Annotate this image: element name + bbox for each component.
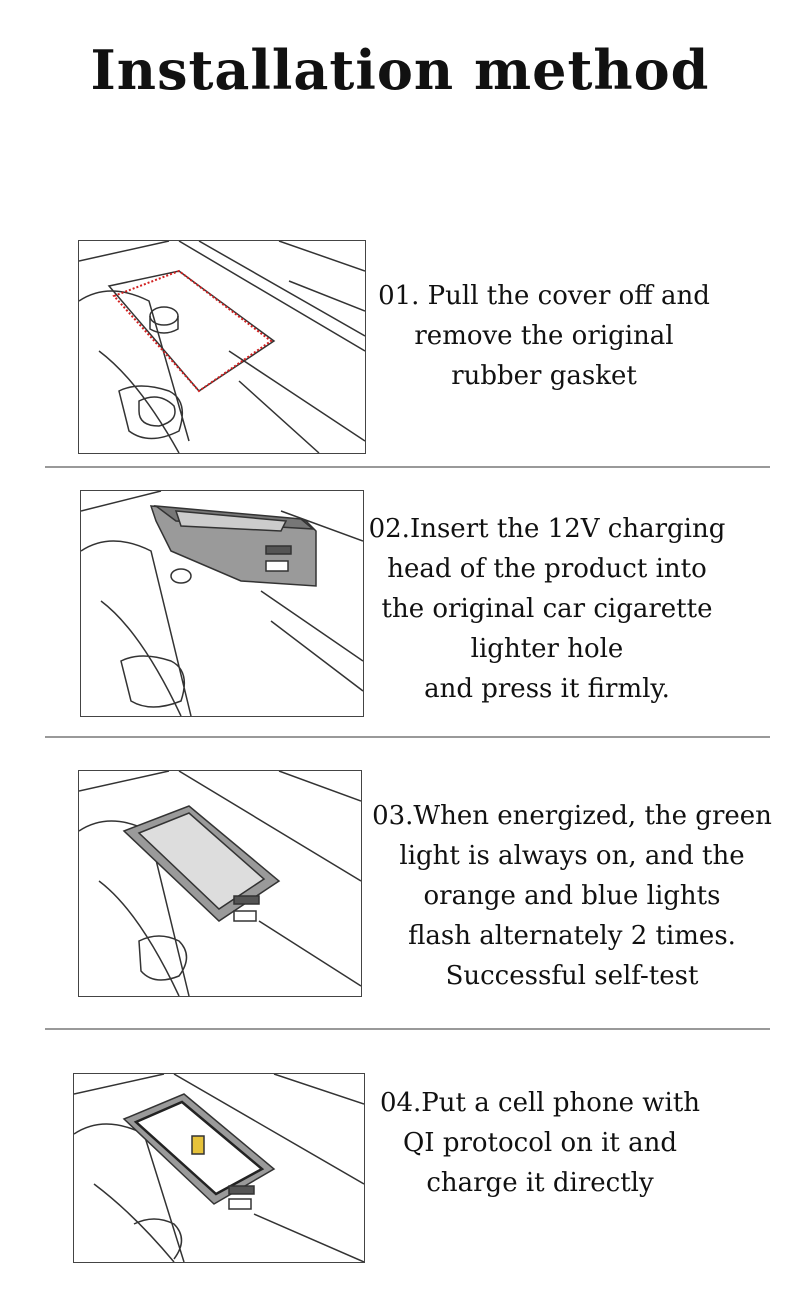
step-3-line: orange and blue lights: [423, 881, 721, 911]
step-2-line: and press it firmly.: [424, 674, 670, 704]
step-3-line: flash alternately 2 times.: [408, 921, 736, 951]
page-title: Installation method: [90, 38, 710, 102]
step-4-line: charge it directly: [426, 1168, 654, 1198]
divider: [45, 736, 770, 738]
step-2-line: lighter hole: [470, 634, 624, 664]
step-3-line: light is always on, and the: [399, 841, 745, 871]
divider: [45, 1028, 770, 1030]
step-1-line: rubber gasket: [451, 361, 637, 391]
step-3-text: 03.When energized, the green light is al…: [362, 796, 782, 996]
step-1-line: 01. Pull the cover off and: [378, 281, 710, 311]
step-2-line: head of the product into: [387, 554, 707, 584]
step-2-illustration: [80, 490, 364, 717]
step-4-line: 04.Put a cell phone with: [379, 1088, 701, 1118]
step-1-text: 01. Pull the cover off and remove the or…: [364, 276, 724, 396]
step-2-line: the original car cigarette: [381, 594, 713, 624]
step-1-line: remove the original: [414, 321, 674, 351]
step-2-line: 02.Insert the 12V charging: [368, 514, 726, 544]
step-3-illustration: [78, 770, 362, 997]
step-4-illustration: [73, 1073, 365, 1263]
step-4-line: QI protocol on it and: [402, 1128, 678, 1158]
divider: [45, 466, 770, 468]
step-1-illustration: [78, 240, 366, 454]
step-2-text: 02.Insert the 12V charging head of the p…: [362, 509, 732, 709]
step-4-text: 04.Put a cell phone with QI protocol on …: [365, 1083, 715, 1203]
step-3-line: 03.When energized, the green: [372, 801, 772, 831]
step-3-line: Successful self-test: [445, 961, 699, 991]
